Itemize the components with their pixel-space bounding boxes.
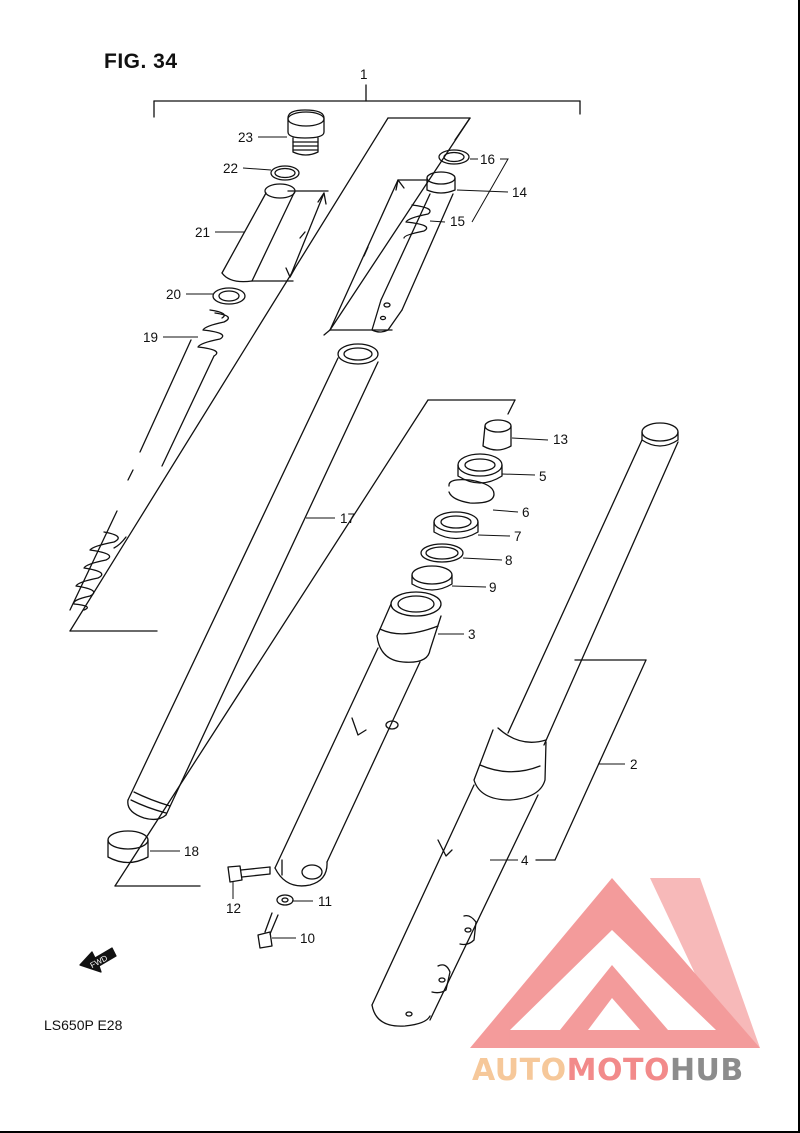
watermark-text: AUTOMOTOHUB [472, 1053, 744, 1088]
watermark-part-hub: HUB [669, 1053, 744, 1088]
callout-1: 1 [360, 67, 368, 82]
callout-14: 14 [512, 185, 528, 200]
callout-17: 17 [340, 511, 355, 526]
seal-group-outline [114, 399, 516, 887]
damper-bolt [257, 912, 279, 949]
callout-4: 4 [521, 853, 529, 868]
callout-22: 22 [223, 161, 238, 176]
spacer-tube [221, 183, 329, 283]
oil-seal [457, 453, 503, 484]
guide-bushing [411, 565, 453, 591]
callout-9: 9 [489, 580, 497, 595]
callout-11: 11 [318, 894, 332, 909]
washer [420, 543, 464, 563]
callout-19: 19 [143, 330, 158, 345]
watermark-part-moto: MOTO [566, 1053, 670, 1088]
callout-10: 10 [300, 931, 315, 946]
leg-group-outline [535, 659, 647, 861]
stopper-ring [448, 478, 495, 504]
callout-23: 23 [238, 130, 253, 145]
axle-holder-bolt [227, 865, 271, 883]
watermark-part-auto: AUTO [472, 1053, 567, 1088]
spring-group-outline [69, 117, 471, 632]
seal-retainer [433, 511, 479, 540]
assembly-bracket [153, 84, 581, 118]
callout-21: 21 [195, 225, 210, 240]
inner-tube [127, 343, 379, 821]
callout-6: 6 [522, 505, 530, 520]
spring-seat [212, 287, 246, 305]
slide-bushing [107, 830, 149, 864]
callout-7: 7 [514, 529, 522, 544]
callout-15: 15 [450, 214, 465, 229]
right-fork-leg [371, 422, 679, 1027]
watermark-logo-icon [470, 878, 760, 1048]
callout-5: 5 [539, 469, 547, 484]
cap-bolt [287, 109, 325, 156]
callout-16: 16 [480, 152, 495, 167]
o-ring [270, 165, 300, 181]
damper-rod [371, 171, 456, 333]
callout-labels: 1 2 3 4 5 6 7 8 9 10 11 12 13 14 15 16 1… [143, 67, 638, 946]
callout-8: 8 [505, 553, 513, 568]
piston-ring [438, 149, 470, 165]
callout-18: 18 [184, 844, 199, 859]
dust-seal [482, 419, 512, 451]
model-code: LS650P E28 [44, 1017, 123, 1033]
callout-12: 12 [226, 901, 241, 916]
callout-3: 3 [468, 627, 476, 642]
rebound-spring [403, 204, 431, 239]
callout-13: 13 [553, 432, 568, 447]
figure-title: FIG. 34 [104, 50, 178, 73]
callout-2: 2 [630, 757, 638, 772]
outer-tube [274, 591, 442, 887]
fork-spring [69, 309, 230, 611]
callout-20: 20 [166, 287, 181, 302]
leader-lines [150, 136, 625, 939]
fwd-arrow-icon [79, 947, 117, 973]
gasket [276, 894, 294, 906]
